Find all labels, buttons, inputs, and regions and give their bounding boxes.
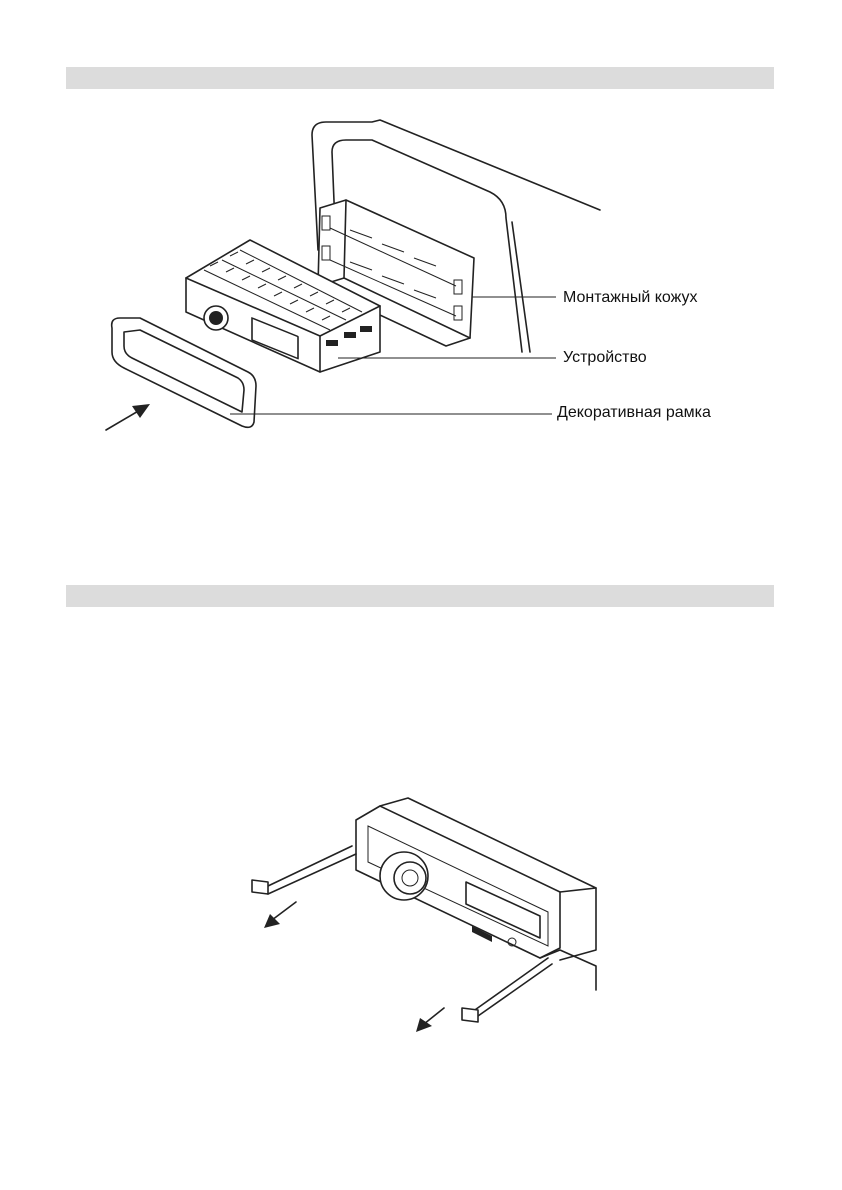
removal-key-left: [252, 846, 356, 894]
removal-key-right: [462, 958, 552, 1022]
arrow-icon: [416, 1008, 444, 1032]
label-mounting-housing: Монтажный кожух: [563, 289, 698, 307]
arrow-icon: [106, 404, 150, 430]
section-header-bar-removal: [66, 585, 774, 607]
label-decorative-frame: Декоративная рамка: [557, 404, 711, 422]
radio-unit-removal: [356, 798, 596, 990]
label-unit: Устройство: [563, 349, 647, 367]
section-header-bar-installation: [66, 67, 774, 89]
arrow-icon: [264, 902, 296, 928]
removal-diagram: [0, 790, 842, 1050]
installation-diagram: [0, 100, 842, 460]
